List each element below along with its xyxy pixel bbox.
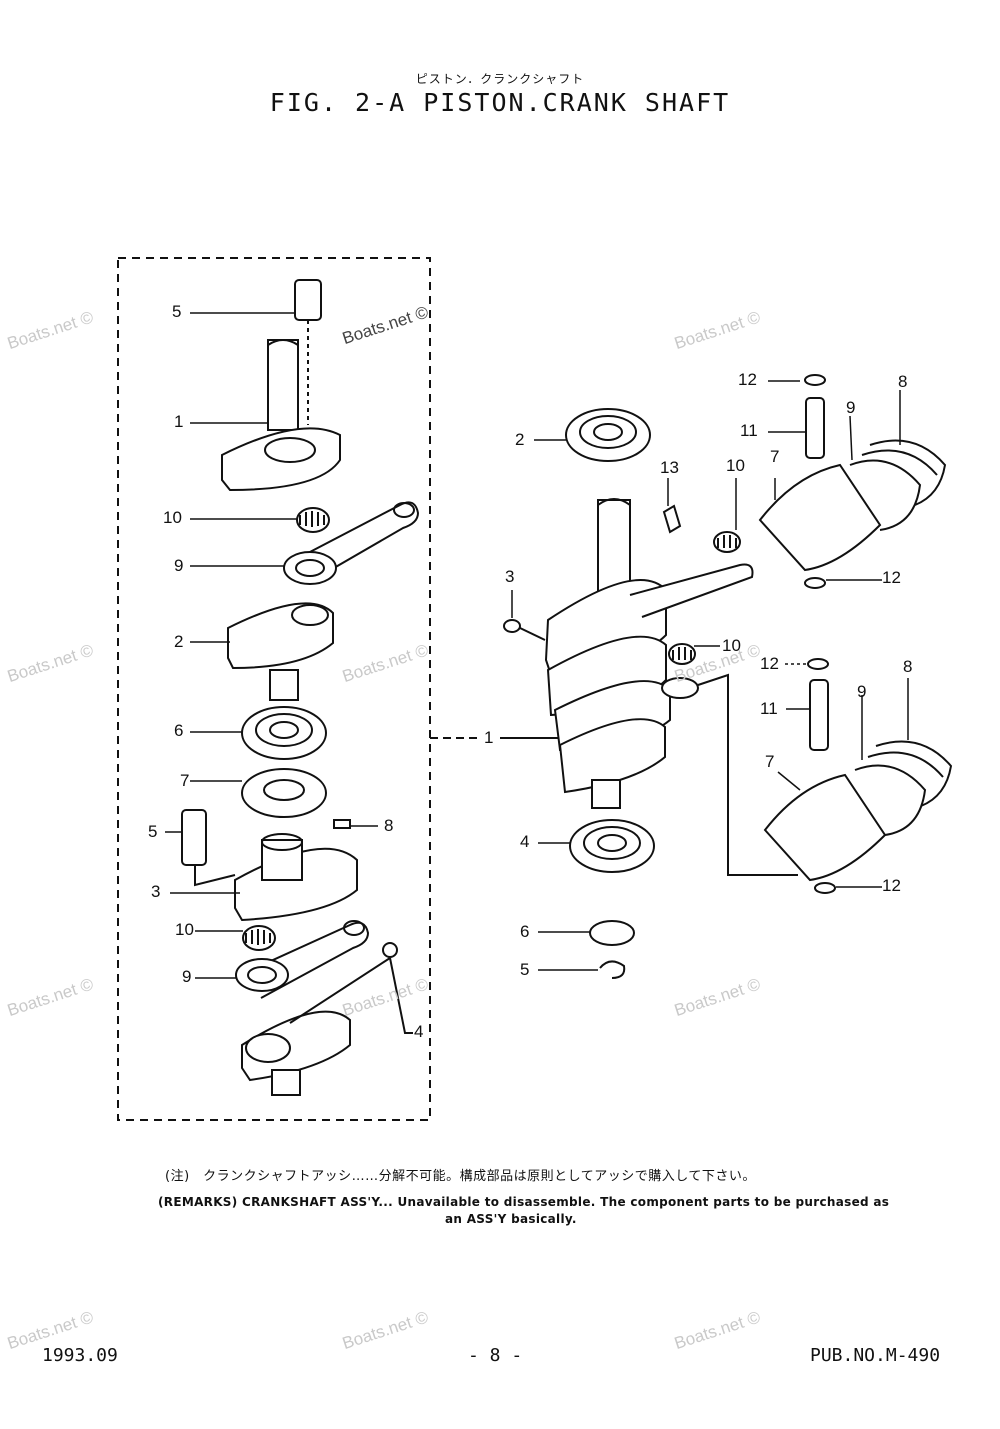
needle-bearing-10 <box>296 507 330 533</box>
callout-8: 8 <box>384 816 394 835</box>
con-rod-9 <box>283 501 420 585</box>
figure-title: FIG. 2-A PISTON.CRANK SHAFT <box>269 88 731 117</box>
pin-8 <box>333 819 351 829</box>
crank-half-1 <box>221 339 341 492</box>
callout-12: 12 <box>882 568 901 587</box>
callout-3: 3 <box>505 567 515 586</box>
callout-4: 4 <box>520 832 530 851</box>
callout-9: 9 <box>846 398 856 417</box>
callout-13: 13 <box>660 458 679 477</box>
remarks-english-line2: an ASS'Y basically. <box>445 1212 577 1226</box>
callout-9: 9 <box>182 967 192 986</box>
callout-7: 7 <box>765 752 775 771</box>
callout-5: 5 <box>148 822 158 841</box>
needle-bearing-10-right-lower <box>668 643 696 665</box>
callout-11: 11 <box>760 699 778 718</box>
pin-5-top <box>294 279 322 425</box>
callout-9: 9 <box>174 556 184 575</box>
crank-half-3 <box>234 833 358 922</box>
callout-7: 7 <box>770 447 780 466</box>
remarks-english: (REMARKS) CRANKSHAFT ASS'Y... Unavailabl… <box>158 1195 890 1209</box>
seal-7 <box>241 768 327 818</box>
page-number: - 8 - <box>468 1345 523 1366</box>
bearing-2-right <box>565 408 651 462</box>
callout-assembly-1: 1 <box>484 728 494 747</box>
callout-9: 9 <box>857 682 867 701</box>
callout-12: 12 <box>760 654 779 673</box>
screw-3 <box>503 619 546 641</box>
callout-2: 2 <box>515 430 525 449</box>
piston-upper <box>758 374 947 589</box>
callout-6: 6 <box>520 922 530 941</box>
callout-3: 3 <box>151 882 161 901</box>
crank-half-2 <box>227 602 334 701</box>
washer-6 <box>589 920 635 946</box>
callout-8: 8 <box>898 372 908 391</box>
callout-10: 10 <box>163 508 182 527</box>
callout-5: 5 <box>520 960 530 979</box>
subtitle-japanese: ピストン．クランクシャフト <box>415 72 585 86</box>
crank-half-4 <box>241 942 413 1096</box>
callout-10: 10 <box>726 456 745 475</box>
footer-date: 1993.09 <box>42 1345 118 1366</box>
callout-12: 12 <box>738 370 757 389</box>
assembly-dashed-box <box>117 257 431 1121</box>
callout-10: 10 <box>175 920 194 939</box>
remarks-japanese: (注) クランクシャフトアッシ……分解不可能。構成部品は原則としてアッシで購入し… <box>165 1169 756 1184</box>
publication-number: PUB.NO.M-490 <box>810 1345 941 1366</box>
con-rod-9-lower <box>235 920 370 999</box>
pin-5-lower <box>181 809 236 887</box>
callout-8: 8 <box>903 657 913 676</box>
callout-5: 5 <box>172 302 182 321</box>
needle-bearing-10-right-top <box>713 531 741 553</box>
callout-4: 4 <box>414 1022 424 1041</box>
callout-1: 1 <box>174 412 184 431</box>
callout-10: 10 <box>722 636 741 655</box>
circlip-5 <box>599 960 626 979</box>
needle-bearing-10-lower <box>242 925 276 951</box>
crankshaft-assembly <box>544 498 798 876</box>
callout-11: 11 <box>740 421 758 440</box>
bearing-6 <box>241 706 327 760</box>
piston-lower <box>763 658 953 894</box>
bearing-4-right <box>569 819 655 873</box>
key-13 <box>662 504 682 534</box>
callout-2: 2 <box>174 632 184 651</box>
callout-12: 12 <box>882 876 901 895</box>
callout-7: 7 <box>180 771 190 790</box>
callout-6: 6 <box>174 721 184 740</box>
